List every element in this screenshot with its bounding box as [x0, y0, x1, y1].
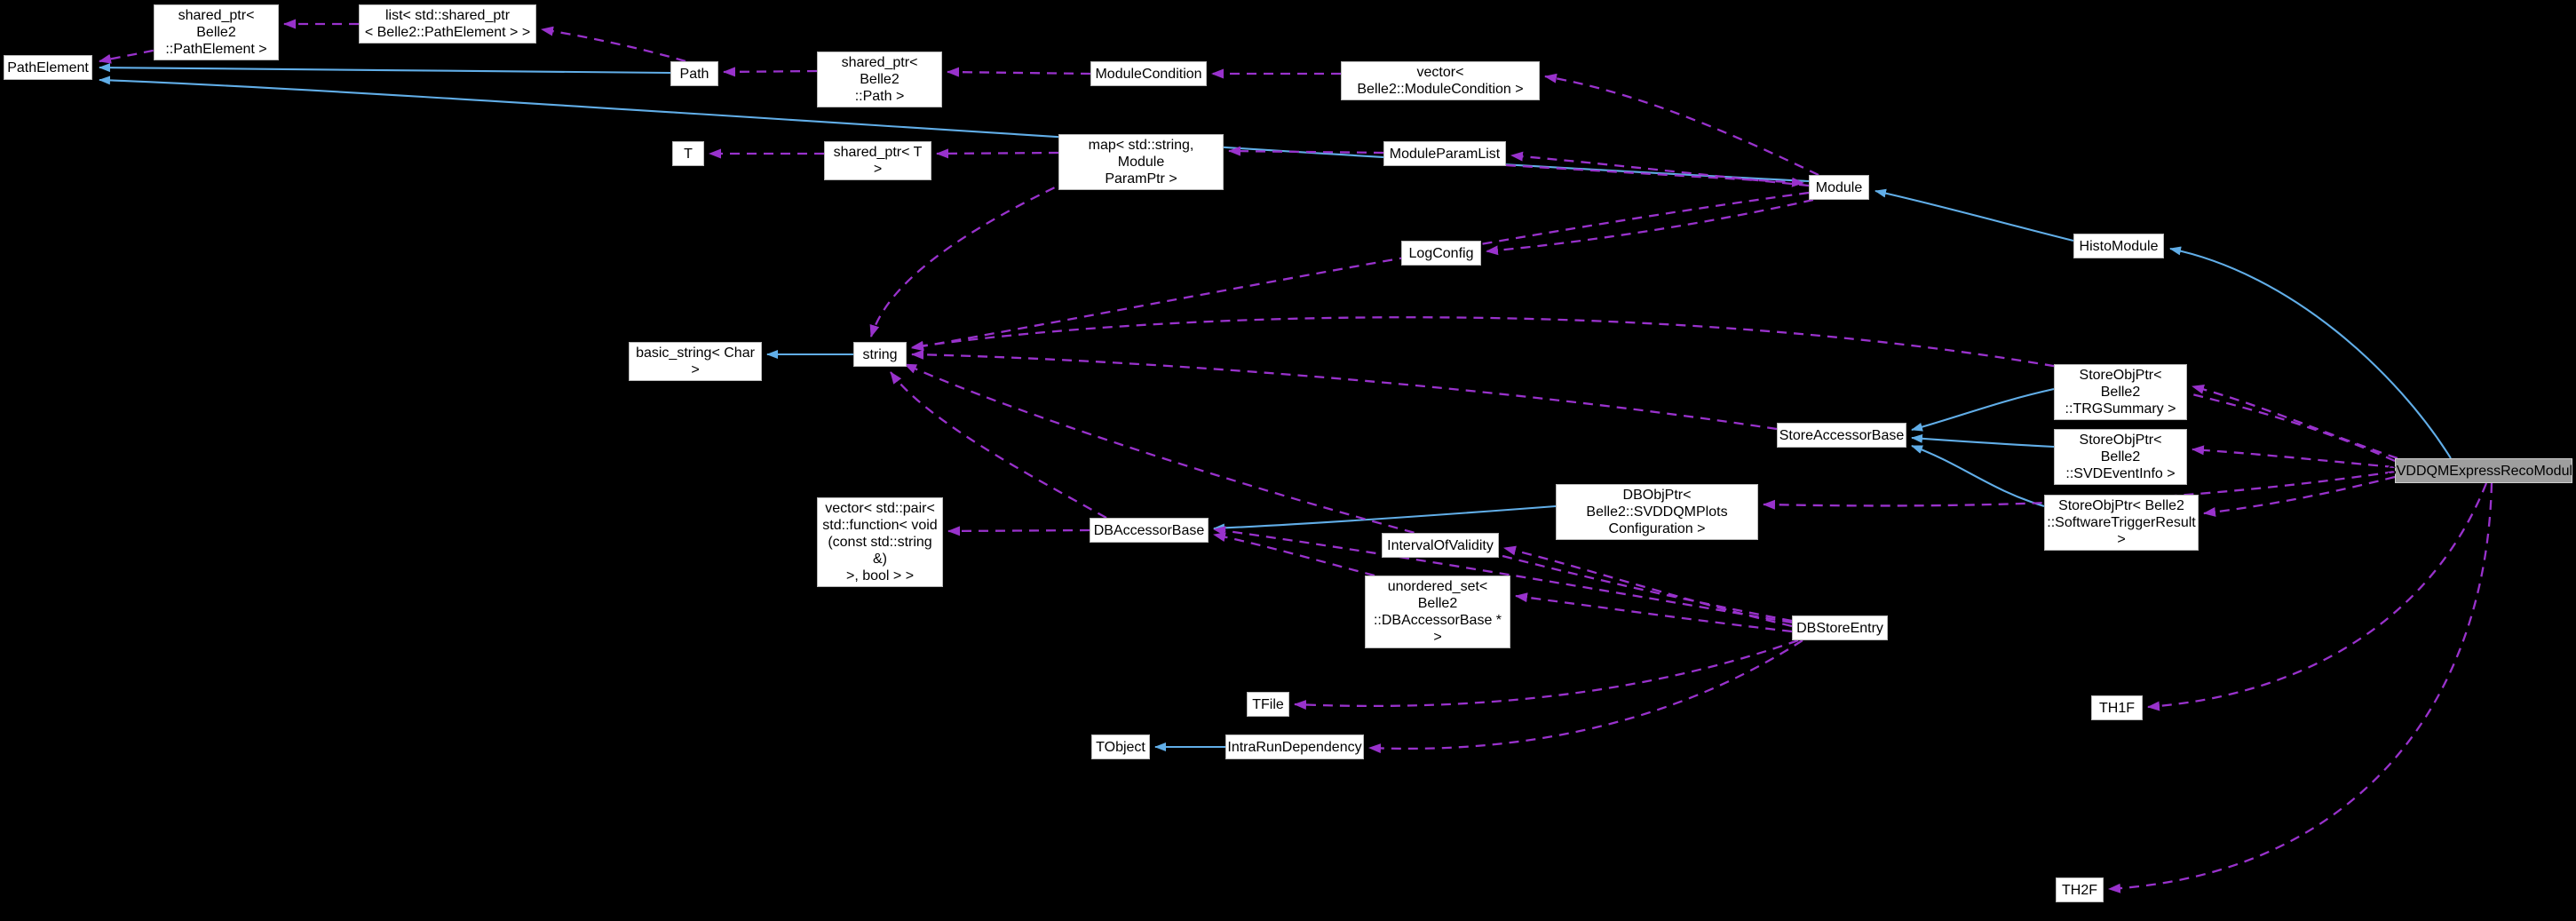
edge-sop-trgsummary-to-storeaccessorbase: [1911, 387, 2055, 432]
node-storeaccessorbase[interactable]: StoreAccessorBase: [1777, 423, 1906, 448]
edge-sp-path-to-path: [723, 67, 818, 77]
node-label: DBStoreEntry: [1796, 620, 1883, 636]
edge-path-to-list-sp-pathelement: [541, 26, 686, 63]
edge-dbaccessorbase-to-string: [890, 371, 1107, 520]
node-histomodule[interactable]: HistoModule: [2073, 234, 2164, 258]
node-modulecondition[interactable]: ModuleCondition: [1090, 61, 1207, 86]
node-label: TFile: [1252, 696, 1284, 712]
edge-dbstoreentry-to-intervalofvalidity: [1503, 545, 1793, 628]
node-t[interactable]: T: [672, 141, 704, 166]
node-tfile[interactable]: TFile: [1247, 692, 1289, 717]
node-th1f[interactable]: TH1F: [2091, 695, 2143, 720]
node-string[interactable]: string: [853, 342, 907, 367]
node-label: StoreObjPtr< Belle2 ::SoftwareTriggerRes…: [2047, 498, 2196, 547]
node-dbstoreentry[interactable]: DBStoreEntry: [1792, 615, 1888, 640]
node-label: StoreObjPtr< Belle2 ::SVDEventInfo >: [2065, 433, 2176, 481]
node-label: basic_string< Char >: [636, 345, 755, 377]
edge-svddqmexpressrecomodule-to-sop-softwaretrigger: [2203, 475, 2396, 517]
node-label: Path: [679, 66, 709, 82]
node-label: LogConfig: [1408, 245, 1474, 261]
edge-dbobjptr-to-dbaccessorbase: [1213, 504, 1557, 533]
node-label: IntraRunDependency: [1227, 739, 1362, 755]
edge-svddqmexpressrecomodule-to-sop-svdeventinfo: [2192, 445, 2396, 469]
node-label: Module: [1815, 179, 1863, 195]
node-list-sp-pathelement[interactable]: list< std::shared_ptr < Belle2::PathElem…: [359, 4, 536, 44]
node-basic-string[interactable]: basic_string< Char >: [629, 342, 762, 381]
edge-svddqmexpressrecomodule-to-th2f: [2108, 482, 2493, 893]
edge-sop-softwaretrigger-to-storeaccessorbase: [1911, 445, 2045, 508]
edge-module-to-logconfig: [1486, 198, 1814, 256]
edge-dbaccessorbase-to-vec-pair-function: [947, 526, 1090, 536]
node-pathelement[interactable]: PathElement: [4, 55, 92, 80]
edge-path-to-pathelement: [99, 63, 671, 75]
edge-storeaccessorbase-to-string: [911, 349, 1778, 431]
node-sop-softwaretrigger[interactable]: StoreObjPtr< Belle2 ::SoftwareTriggerRes…: [2044, 495, 2199, 551]
node-unordered-set[interactable]: unordered_set< Belle2 ::DBAccessorBase *…: [1365, 576, 1510, 648]
edge-module-to-pathelement: [99, 75, 1810, 183]
node-label: SVDDQMExpressRecoModule: [2387, 463, 2576, 479]
node-label: TObject: [1096, 739, 1145, 755]
edge-unordered-set-to-dbaccessorbase: [1213, 532, 1375, 577]
node-label: ModuleParamList: [1389, 146, 1501, 162]
node-path[interactable]: Path: [670, 61, 718, 86]
node-label: StoreAccessorBase: [1779, 427, 1905, 443]
node-label: StoreObjPtr< Belle2 ::TRGSummary >: [2065, 368, 2176, 417]
node-label: shared_ptr< T >: [833, 145, 923, 177]
edge-histomodule-to-module: [1875, 188, 2074, 242]
edge-sop-svdeventinfo-to-storeaccessorbase: [1911, 433, 2055, 449]
node-sp-t[interactable]: shared_ptr< T >: [824, 141, 931, 180]
edge-svddqmexpressrecomodule-to-th1f: [2147, 482, 2488, 711]
node-label: DBObjPtr< Belle2::SVDDQMPlots Configurat…: [1586, 488, 1728, 536]
node-svddqmexpressrecomodule[interactable]: SVDDQMExpressRecoModule: [2387, 458, 2576, 483]
node-intrarundependency[interactable]: IntraRunDependency: [1225, 734, 1364, 759]
node-vec-modulecondition[interactable]: vector< Belle2::ModuleCondition >: [1341, 61, 1540, 100]
node-label: string: [862, 346, 898, 362]
edge-map-moduleparam-to-sp-t: [936, 148, 1059, 159]
node-sp-path[interactable]: shared_ptr< Belle2 ::Path >: [817, 52, 942, 107]
edge-module-to-vec-modulecondition: [1544, 73, 1819, 177]
node-label: shared_ptr< Belle2 ::PathElement >: [165, 8, 267, 57]
node-label: T: [684, 146, 693, 162]
node-label: PathElement: [7, 60, 89, 75]
node-module[interactable]: Module: [1809, 175, 1869, 200]
edge-dbstoreentry-to-intrarundependency: [1368, 639, 1803, 754]
node-dbaccessorbase[interactable]: DBAccessorBase: [1090, 518, 1209, 543]
edge-moduleparamlist-to-module: [1505, 163, 1804, 187]
node-label: TH1F: [2099, 700, 2135, 716]
node-sp-pathelement[interactable]: shared_ptr< Belle2 ::PathElement >: [154, 4, 279, 60]
node-sop-svdeventinfo[interactable]: StoreObjPtr< Belle2 ::SVDEventInfo >: [2054, 429, 2187, 485]
node-vec-pair-function[interactable]: vector< std::pair< std::function< void (…: [817, 497, 943, 587]
node-map-moduleparam[interactable]: map< std::string, Module ParamPtr >: [1058, 134, 1224, 190]
edge-modulecondition-to-sp-path: [947, 67, 1091, 77]
node-label: vector< std::pair< std::function< void (…: [822, 501, 938, 584]
node-label: vector< Belle2::ModuleCondition >: [1357, 65, 1524, 97]
edge-dbstoreentry-to-unordered-set: [1515, 592, 1793, 633]
node-label: unordered_set< Belle2 ::DBAccessorBase *…: [1373, 579, 1502, 645]
node-label: map< std::string, Module ParamPtr >: [1088, 138, 1194, 187]
node-tobject[interactable]: TObject: [1091, 734, 1150, 759]
edge-dbstoreentry-to-dbaccessorbase: [1213, 526, 1793, 624]
edge-module-to-string: [911, 191, 1810, 352]
edge-dbstoreentry-to-tfile: [1294, 639, 1799, 711]
node-label: HistoModule: [2079, 238, 2159, 254]
node-th2f[interactable]: TH2F: [2056, 877, 2104, 902]
node-label: shared_ptr< Belle2 ::Path >: [841, 55, 918, 104]
edge-map-moduleparam-to-string: [869, 171, 1086, 337]
node-moduleparamlist[interactable]: ModuleParamList: [1383, 141, 1506, 166]
node-logconfig[interactable]: LogConfig: [1401, 241, 1481, 266]
edge-moduleparamlist-to-map-moduleparam: [1228, 146, 1384, 156]
node-sop-trgsummary[interactable]: StoreObjPtr< Belle2 ::TRGSummary >: [2054, 364, 2187, 420]
node-intervalofvalidity[interactable]: IntervalOfValidity: [1382, 533, 1499, 558]
node-label: IntervalOfValidity: [1387, 537, 1494, 553]
edge-dbstoreentry-to-string: [904, 362, 1793, 623]
node-label: TH2F: [2062, 882, 2097, 898]
node-label: DBAccessorBase: [1093, 522, 1205, 538]
node-dbobjptr[interactable]: DBObjPtr< Belle2::SVDDQMPlots Configurat…: [1556, 484, 1758, 540]
edge-svddqmexpressrecomodule-to-string: [911, 316, 2396, 463]
edge-svddqmexpressrecomodule-to-histomodule: [2169, 246, 2452, 459]
node-label: list< std::shared_ptr < Belle2::PathElem…: [364, 8, 531, 40]
edge-svddqmexpressrecomodule-to-sop-trgsummary: [2192, 384, 2398, 460]
node-label: ModuleCondition: [1095, 66, 1202, 82]
